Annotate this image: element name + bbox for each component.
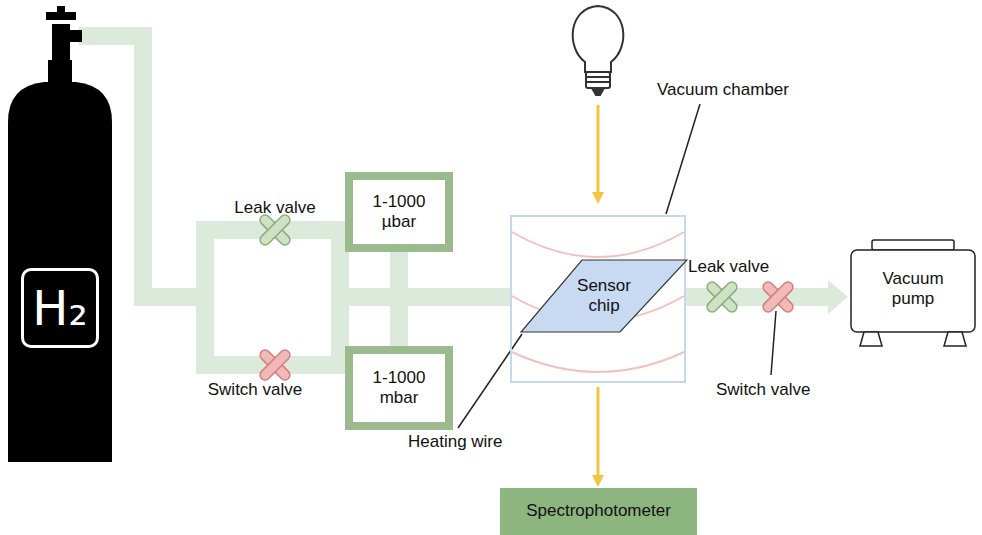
cylinder-shape [8,4,112,462]
node-text: 1-1000 µbar [364,192,434,233]
node-text: 1-1000 mbar [364,368,434,409]
part-label: Leak valve [688,257,769,277]
node-text: Spectrophotometer [526,501,671,521]
pressure-gauge: 1-1000 µbar [345,172,453,252]
valve-symbol [705,280,739,314]
node-text: Vacuum chamber [657,80,789,100]
sensor-chip: Sensor chip [520,259,688,333]
node-text: Vacuum pump [873,269,953,310]
leader-line [458,104,776,428]
valve-symbol [761,280,795,314]
light-bulb [573,6,624,95]
spectrophotometer-box: Spectrophotometer [500,488,697,535]
pipe-connector [686,280,848,314]
node-text: H₂ [21,268,98,348]
light-arrow [592,105,604,204]
heating-wire [512,232,684,372]
pipe-connector [399,297,510,346]
valve-symbol [258,213,292,247]
light-path-arrow [592,387,604,487]
vacuum-chamber: Sensor chipVacuum chamber [510,215,686,383]
node-text: Sensor chip [572,276,636,317]
part-label: Heating wire [408,432,503,452]
part-label: Leak valve [234,198,315,218]
valve-symbol [258,348,292,382]
vacuum-pump: Vacuum pump [850,238,976,350]
part-label: Switch valve [208,380,302,400]
pressure-gauge: 1-1000 mbar [345,346,453,430]
gas-cylinder: H₂ [8,4,112,462]
pipe-connector [79,36,510,297]
part-label: Switch valve [716,380,810,400]
